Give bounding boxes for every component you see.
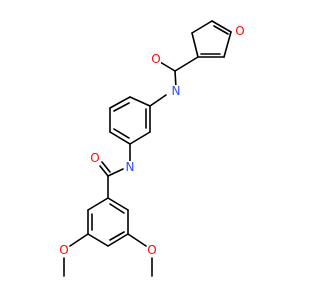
bond xyxy=(211,20,232,33)
bond xyxy=(159,61,176,72)
atom-label-bg xyxy=(89,152,100,165)
bond xyxy=(191,32,199,58)
bond xyxy=(127,233,147,247)
bond xyxy=(149,94,167,107)
bond xyxy=(113,128,130,139)
bond xyxy=(109,203,125,214)
atom-label-bg xyxy=(147,244,158,257)
bond xyxy=(223,31,232,58)
atom-label-oxygen: O xyxy=(147,243,156,257)
atom-label-oxygen: O xyxy=(90,151,99,165)
atom-label-nitrogen: N xyxy=(172,84,181,98)
bond xyxy=(87,197,109,211)
bond xyxy=(87,233,109,247)
bond xyxy=(113,102,130,112)
atom-label-bg xyxy=(234,25,245,38)
atom-label-bg xyxy=(58,244,69,257)
atom-labels: O N O O N O O xyxy=(58,24,245,257)
atom-label-bg xyxy=(170,85,181,98)
bond xyxy=(174,56,199,72)
atom-label-bg xyxy=(150,53,161,66)
bond xyxy=(107,233,129,247)
atom-label-oxygen: O xyxy=(151,52,160,66)
bond xyxy=(129,96,151,107)
bond xyxy=(109,131,131,145)
bond xyxy=(191,20,213,34)
bond xyxy=(109,96,131,109)
bond xyxy=(213,25,229,35)
molecule-structure-diagram: O N O O N O O xyxy=(58,20,245,277)
bond xyxy=(107,197,129,211)
atom-label-oxygen: O xyxy=(59,243,68,257)
bond xyxy=(101,161,111,173)
bond xyxy=(129,131,151,145)
bond xyxy=(99,165,109,177)
atom-label-oxygen: O xyxy=(235,24,244,38)
atom-label-bg xyxy=(124,161,135,174)
bond-lines xyxy=(63,20,232,277)
bond xyxy=(109,231,125,241)
bond xyxy=(107,168,124,177)
atom-label-nitrogen: N xyxy=(126,160,135,174)
bond xyxy=(69,233,89,247)
